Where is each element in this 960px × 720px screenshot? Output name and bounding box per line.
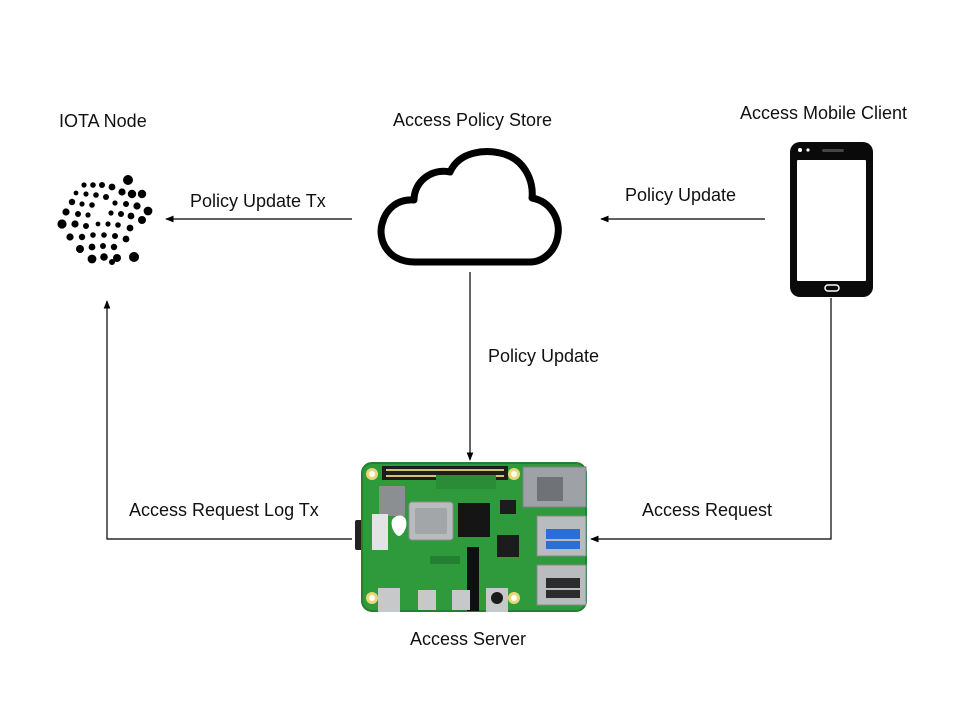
mobile-client-label: Access Mobile Client [740,103,908,123]
policy-update-down-label: Policy Update [488,346,600,366]
edge-server-to-iota [103,300,352,540]
raspberry-pi-board-icon [355,462,587,612]
policy-update-top-label: Policy Update [625,185,737,205]
cloud-icon [377,148,562,266]
iota-logo-icon [57,175,153,265]
access-request-label: Access Request [642,500,773,520]
policy-update-tx-label: Policy Update Tx [190,191,326,211]
policy-store-label: Access Policy Store [393,110,553,130]
edge-phone-to-server [590,298,832,543]
iota-node-label: IOTA Node [59,111,147,131]
smartphone-icon [790,142,873,297]
access-server-label: Access Server [410,629,527,649]
access-request-log-tx-label: Access Request Log Tx [129,500,319,520]
